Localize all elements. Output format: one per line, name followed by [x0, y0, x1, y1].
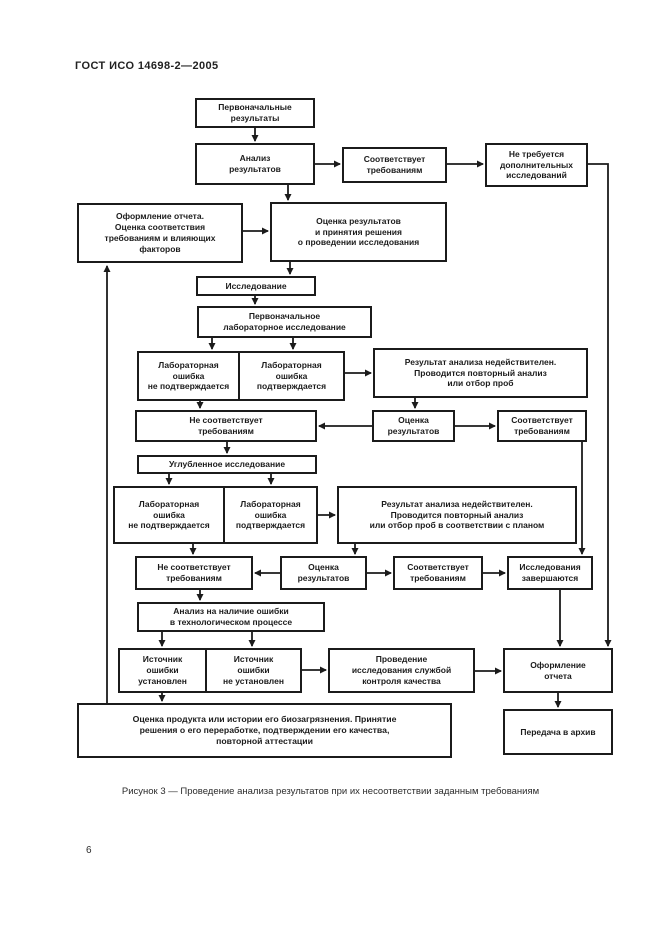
flow-node-error-source-not-found: Источник ошибки не установлен	[205, 648, 302, 693]
flow-node-error-source-found: Источник ошибки установлен	[118, 648, 207, 693]
flow-node-archive: Передача в архив	[503, 709, 613, 755]
flow-node-process-error-analysis: Анализ на наличие ошибки в технологическ…	[137, 602, 325, 632]
flow-node-meets-requirements-top: Соответствует требованиям	[342, 147, 447, 183]
flow-node-qc-study: Проведение исследования службой контроля…	[328, 648, 475, 693]
page-header: ГОСТ ИСО 14698-2—2005	[75, 60, 219, 72]
flow-node-report-compliance: Оформление отчета. Оценка соответствия т…	[77, 203, 243, 263]
flow-node-result-invalid-2: Результат анализа недействителен. Провод…	[337, 486, 577, 544]
figure-caption: Рисунок 3 — Проведение анализа результат…	[121, 786, 540, 797]
flow-node-eval-results-2: Оценка результатов	[280, 556, 367, 590]
flow-node-product-evaluation: Оценка продукта или истории его биозагря…	[77, 703, 452, 758]
flow-node-lab-error-confirmed-1: Лабораторная ошибка подтверждается	[238, 351, 345, 401]
arrow-noadd-to-report-final	[588, 163, 612, 647]
flow-node-study: Исследование	[196, 276, 316, 296]
flow-node-analysis: Анализ результатов	[195, 143, 315, 185]
flow-node-lab-error-not-confirmed-2: Лабораторная ошибка не подтверждается	[113, 486, 225, 544]
flow-node-eval-results-1: Оценка результатов	[372, 410, 455, 442]
flow-node-initial-results: Первоначальные результаты	[195, 98, 315, 128]
flow-node-initial-lab-study: Первоначальное лабораторное исследование	[197, 306, 372, 338]
flow-node-indepth-study: Углубленное исследование	[137, 455, 317, 474]
flow-node-lab-error-confirmed-2: Лабораторная ошибка подтверждается	[223, 486, 318, 544]
page-number: 6	[86, 845, 92, 856]
flow-node-studies-complete: Исследования завершаются	[507, 556, 593, 590]
flow-node-meets-requirements-1: Соответствует требованиям	[497, 410, 587, 442]
flow-node-meets-requirements-2: Соответствует требованиям	[393, 556, 483, 590]
flow-node-lab-error-not-confirmed-1: Лабораторная ошибка не подтверждается	[137, 351, 240, 401]
flow-node-not-meets-requirements-2: Не соответствует требованиям	[135, 556, 253, 590]
flow-node-eval-decision: Оценка результатов и принятия решения о …	[270, 202, 447, 262]
flow-node-result-invalid-1: Результат анализа недействителен. Провод…	[373, 348, 588, 398]
flow-node-not-meets-requirements-1: Не соответствует требованиям	[135, 410, 317, 442]
flow-node-report-final: Оформление отчета	[503, 648, 613, 693]
flow-node-no-additional-studies: Не требуется дополнительных исследований	[485, 143, 588, 187]
